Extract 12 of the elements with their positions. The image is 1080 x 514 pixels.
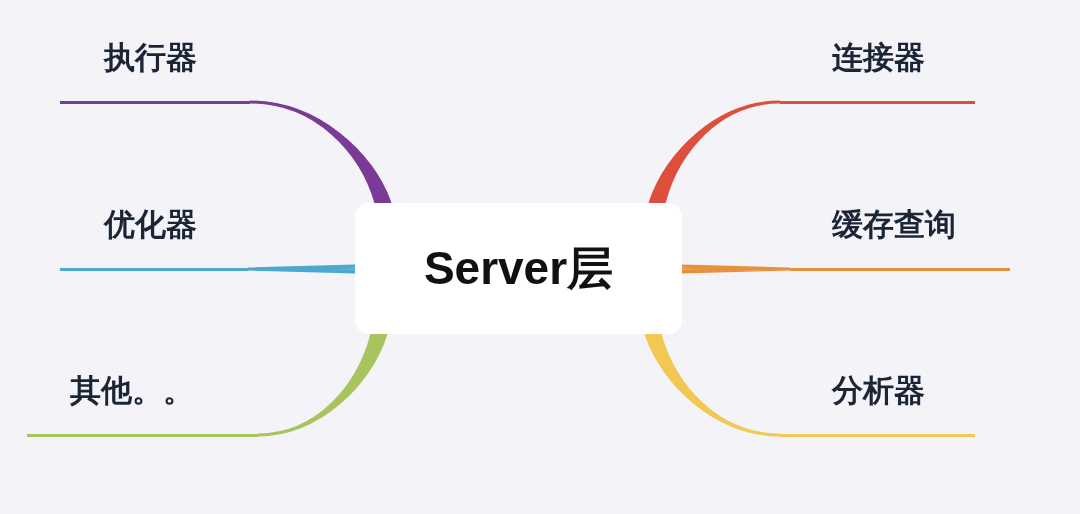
branch-curve bbox=[248, 100, 392, 205]
branch-curve bbox=[644, 332, 782, 437]
underlined-topic: 执行器 bbox=[60, 31, 250, 104]
underlined-topic: 其他。。 bbox=[27, 364, 258, 437]
branch-line bbox=[680, 264, 792, 274]
branch-curve bbox=[256, 332, 388, 437]
underlined-topic: 分析器 bbox=[780, 364, 975, 437]
underlined-topic: 优化器 bbox=[60, 198, 248, 271]
branch-curve bbox=[648, 100, 782, 205]
underlined-topic: 缓存查询 bbox=[790, 198, 1010, 271]
central-topic-box: Server层 bbox=[355, 203, 682, 334]
underlined-topic: 连接器 bbox=[780, 31, 975, 104]
